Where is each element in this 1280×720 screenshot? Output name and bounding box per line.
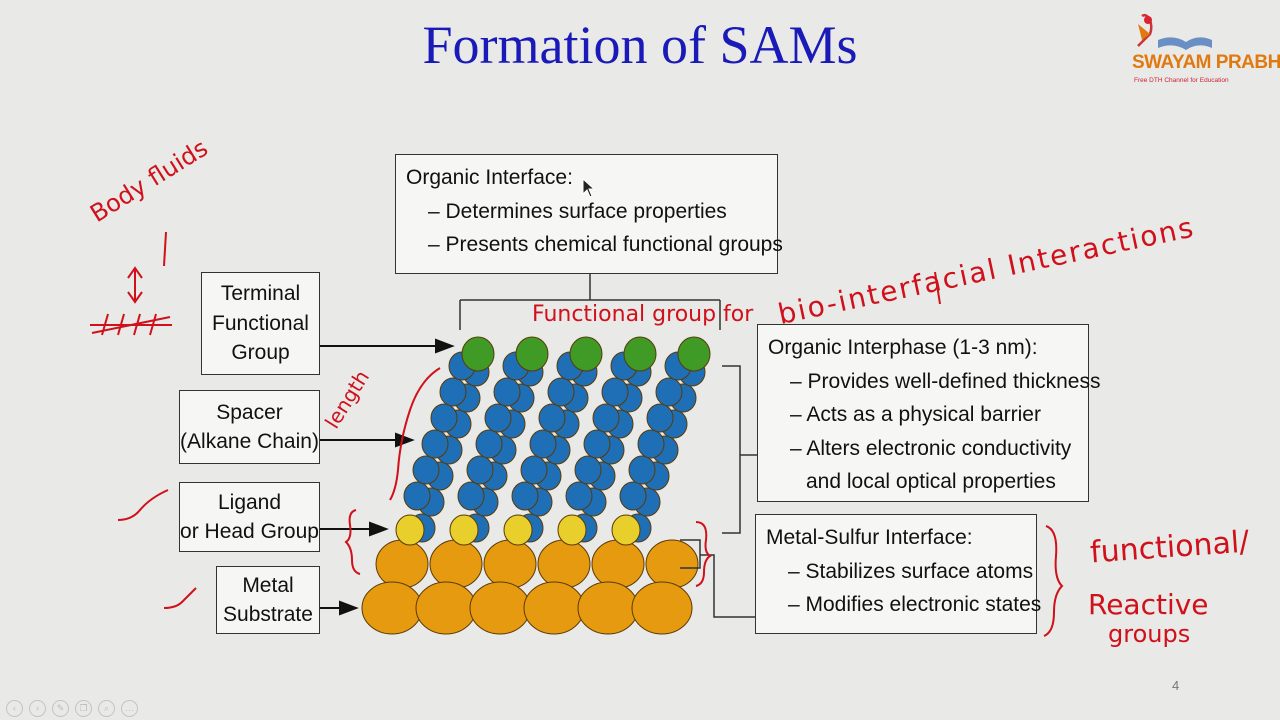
metal-atom — [645, 539, 699, 589]
interphase-bracket — [722, 365, 757, 534]
spacer-label: Spacer (Alkane Chain) — [179, 390, 320, 464]
terminal-label-line: Functional — [212, 311, 309, 335]
substrate-label-line: Substrate — [223, 603, 313, 626]
metal-atom — [591, 539, 645, 589]
chain-atom — [547, 377, 575, 407]
sulfur-atom — [557, 514, 587, 546]
organic-interphase-continuation: and local optical properties — [806, 470, 1056, 494]
spacer-label-line: (Alkane Chain) — [180, 430, 319, 453]
metal-atom — [361, 581, 423, 635]
spacer-label-line: Spacer — [216, 400, 283, 424]
terminal-group-label: Terminal Functional Group — [201, 272, 320, 375]
logo-name: SWAYAM PRABHA — [1132, 52, 1280, 73]
handwriting-functional-group-for: Functional group for — [532, 302, 754, 327]
terminal-atom — [623, 336, 657, 372]
sulfur-atom — [503, 514, 533, 546]
logo-tagline: Free DTH Channel for Education — [1134, 77, 1229, 84]
metal-atom — [415, 581, 477, 635]
metal-atom — [483, 539, 537, 589]
chain-atom — [619, 481, 647, 511]
metal-atom — [631, 581, 693, 635]
chain-atom — [520, 455, 548, 485]
organic-interface-item: – Presents chemical functional groups — [428, 233, 783, 257]
chain-atom — [538, 403, 566, 433]
chain-atom — [637, 429, 665, 459]
metal-sulfur-bracket — [680, 539, 757, 618]
substrate-label: Metal Substrate — [216, 566, 320, 634]
interface-bracket — [459, 274, 721, 330]
metal-atom — [469, 581, 531, 635]
edit-icon[interactable]: ✎ — [52, 700, 69, 717]
menu-icon[interactable]: … — [121, 700, 138, 717]
organic-interphase-item: – Alters electronic conductivity — [790, 436, 1072, 460]
chain-atom — [646, 403, 674, 433]
chain-atom — [439, 377, 467, 407]
ligand-label-line: Ligand — [217, 490, 282, 514]
terminal-atom — [461, 336, 495, 372]
organic-interphase-box: Organic Interphase (1-3 nm): – Provides … — [757, 324, 1101, 502]
chain-atom — [457, 481, 485, 511]
handwriting-reactive: Reactive — [1088, 588, 1209, 621]
next-icon[interactable]: › — [29, 700, 46, 717]
organic-interface-heading: Organic Interface: — [406, 166, 573, 189]
organic-interphase-item: – Acts as a physical barrier — [790, 403, 1041, 427]
ligand-label-line: or Head Group — [180, 520, 319, 543]
organic-interface-item: – Determines surface properties — [428, 199, 727, 223]
terminal-atom — [515, 336, 549, 372]
copy-icon[interactable]: ❐ — [75, 700, 92, 717]
substrate-label-line: Metal — [242, 573, 294, 597]
metal-atom — [429, 539, 483, 589]
sulfur-atom — [395, 514, 425, 546]
metal-sulfur-heading: Metal-Sulfur Interface: — [766, 526, 973, 549]
page-number: 4 — [1172, 678, 1180, 693]
slide-controls: ‹ › ✎ ❐ ⌕ … — [6, 700, 138, 717]
chain-atom — [583, 429, 611, 459]
organic-interphase-heading: Organic Interphase (1-3 nm): — [768, 336, 1038, 359]
metal-sulfur-item: – Stabilizes surface atoms — [788, 559, 1034, 583]
chain-atom — [628, 455, 656, 485]
metal-atom — [537, 539, 591, 589]
chain-atom — [421, 429, 449, 459]
handwriting-groups: groups — [1108, 620, 1191, 648]
chain-atom — [592, 403, 620, 433]
molecular-spheres — [361, 336, 711, 635]
chain-atom — [511, 481, 539, 511]
metal-atom — [375, 539, 429, 589]
chain-atom — [466, 455, 494, 485]
chain-atom — [493, 377, 521, 407]
chain-atom — [403, 481, 431, 511]
chain-atom — [565, 481, 593, 511]
metal-atom — [577, 581, 639, 635]
terminal-atom — [677, 336, 711, 372]
terminal-atom — [569, 336, 603, 372]
terminal-label-line: Group — [231, 341, 290, 365]
organic-interphase-item: – Provides well-defined thickness — [790, 369, 1101, 393]
sulfur-atom — [449, 514, 479, 546]
handwritten-marks — [90, 231, 1064, 637]
ligand-label: Ligand or Head Group — [179, 482, 320, 552]
sulfur-atom — [611, 514, 641, 546]
chain-atom — [601, 377, 629, 407]
chain-atom — [655, 377, 683, 407]
metal-sulfur-box: Metal-Sulfur Interface: – Stabilizes sur… — [755, 514, 1042, 634]
mouse-cursor-icon — [582, 178, 596, 198]
swayam-prabha-logo: SWAYAM PRABHA Free DTH Channel for Educa… — [1128, 10, 1280, 90]
chain-atom — [484, 403, 512, 433]
slide-title: Formation of SAMs — [422, 15, 858, 75]
logo-emblem-icon — [1137, 13, 1212, 50]
zoom-icon[interactable]: ⌕ — [98, 700, 115, 717]
organic-interface-box: Organic Interface: – Determines surface … — [395, 154, 783, 274]
chain-atom — [412, 455, 440, 485]
chain-atom — [529, 429, 557, 459]
chain-atom — [574, 455, 602, 485]
metal-atom — [523, 581, 585, 635]
metal-sulfur-item: – Modifies electronic states — [788, 593, 1042, 617]
chain-atom — [475, 429, 503, 459]
chain-atom — [430, 403, 458, 433]
terminal-label-line: Terminal — [220, 282, 301, 306]
prev-icon[interactable]: ‹ — [6, 700, 23, 717]
